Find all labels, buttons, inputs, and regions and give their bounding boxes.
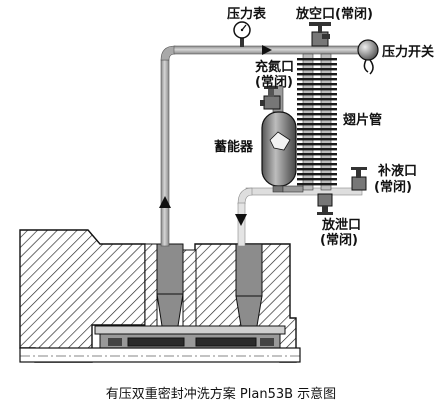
nitrogen-charge-valve bbox=[260, 86, 281, 110]
flow-arrow-down bbox=[235, 214, 247, 226]
flow-arrow-up bbox=[159, 196, 171, 208]
nitrogen-port-state: (常闭) bbox=[255, 75, 293, 90]
cooler-fin bbox=[297, 108, 337, 111]
finned-tube-cooler bbox=[297, 53, 337, 191]
cooler-fin bbox=[297, 88, 337, 91]
cooler-fin bbox=[297, 178, 337, 181]
pressure-switch bbox=[357, 39, 379, 75]
cooler-fin bbox=[297, 148, 337, 151]
accumulator-label: 蓄能器 bbox=[214, 140, 254, 155]
cooler-fin bbox=[297, 58, 337, 61]
refill-port-state: (常闭) bbox=[374, 180, 412, 195]
cooler-fin bbox=[297, 138, 337, 141]
cooler-fin bbox=[297, 128, 337, 131]
vent-valve bbox=[309, 22, 331, 47]
cooler-fin bbox=[297, 153, 337, 156]
cooler-fin bbox=[297, 123, 337, 126]
cooler-fin bbox=[297, 93, 337, 96]
cooler-fin bbox=[297, 168, 337, 171]
finned-tube-label: 翅片管 bbox=[343, 113, 383, 128]
cooler-fin bbox=[297, 183, 337, 186]
refill-valve bbox=[351, 167, 367, 191]
flow-arrow-right bbox=[262, 45, 272, 55]
drain-valve bbox=[317, 193, 333, 215]
cooler-fin bbox=[297, 78, 337, 81]
pressure-gauge bbox=[233, 21, 251, 47]
cooler-fin bbox=[297, 158, 337, 161]
cooler-fin bbox=[297, 113, 337, 116]
vent-port-state: (常闭) bbox=[335, 7, 373, 22]
cooler-fin bbox=[297, 63, 337, 66]
cooler-fin bbox=[297, 68, 337, 71]
drain-port-state: (常闭) bbox=[320, 233, 358, 248]
cooler-fin bbox=[297, 103, 337, 106]
pressure-gauge-label: 压力表 bbox=[227, 7, 267, 22]
seal-internals bbox=[19, 243, 301, 363]
cooler-fin bbox=[297, 98, 337, 101]
cooler-fin bbox=[297, 73, 337, 76]
cooler-fin bbox=[297, 83, 337, 86]
refill-port-label: 补液口 bbox=[378, 164, 418, 179]
cooler-fin bbox=[297, 118, 337, 121]
pressure-switch-label: 压力开关 bbox=[382, 45, 435, 60]
cooler-fin bbox=[297, 173, 337, 176]
drain-port-label: 放泄口 bbox=[322, 218, 362, 233]
cooler-fin bbox=[297, 133, 337, 136]
vent-port-name: 放空口 bbox=[296, 7, 336, 22]
nitrogen-port-label: 充氮口 bbox=[255, 60, 295, 75]
vent-port-label: 放空口(常闭) bbox=[296, 7, 373, 22]
cooler-fin bbox=[297, 163, 337, 166]
diagram-caption: 有压双重密封冲洗方案 Plan53B 示意图 bbox=[105, 387, 337, 402]
cooler-fin bbox=[297, 143, 337, 146]
